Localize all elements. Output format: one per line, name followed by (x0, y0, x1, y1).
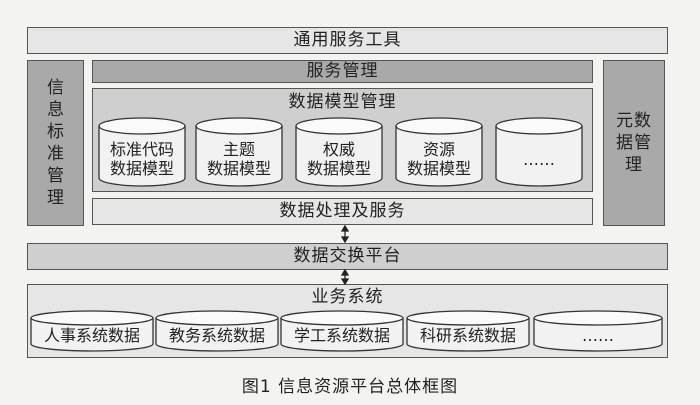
data-model-cylinder-3-text: 权威 数据模型 (296, 140, 382, 178)
general-service-tools-label: 通用服务工具 (293, 30, 402, 50)
cylinder-line1: 主题 (222, 140, 255, 159)
info-standard-mgmt-label: 信息标准管理 (47, 78, 64, 208)
cylinder-line1: …… (523, 150, 555, 169)
arrow-processing-exchange (340, 224, 350, 244)
business-cylinder-1-text: 人事系统数据 (43, 326, 140, 345)
business-cylinder-4 (406, 310, 530, 352)
data-model-cylinder-1 (98, 117, 186, 187)
business-cylinder-5-text: …… (582, 326, 614, 345)
business-systems-label: 业务系统 (311, 287, 384, 307)
service-mgmt-bar: 服务管理 (92, 60, 593, 83)
data-model-cylinder-4 (395, 117, 483, 187)
data-model-mgmt-label: 数据模型管理 (288, 92, 397, 112)
business-cylinder-3-text: 学工系统数据 (293, 326, 390, 345)
data-model-cylinder-3 (295, 117, 383, 187)
business-cylinder-2-text: 教务系统数据 (168, 326, 265, 345)
business-cylinder-4-text: 科研系统数据 (419, 326, 516, 345)
data-exchange-platform-bar: 数据交换平台 (27, 243, 668, 270)
info-standard-mgmt-panel: 信息标准管理 (27, 60, 84, 226)
cylinder-line2: 数据模型 (206, 159, 271, 178)
figure-caption: 图1 信息资源平台总体框图 (241, 377, 459, 397)
data-model-cylinder-5-text: …… (496, 150, 582, 169)
metadata-mgmt-label: 元数据管理 (616, 111, 652, 175)
cylinder-line2: 数据模型 (306, 159, 371, 178)
data-processing-bar: 数据处理及服务 (92, 198, 593, 225)
cylinder-line1: 标准代码 (109, 140, 174, 159)
general-service-tools-bar: 通用服务工具 (27, 27, 668, 54)
service-mgmt-label: 服务管理 (306, 61, 379, 81)
data-model-cylinder-5 (495, 117, 583, 187)
data-model-cylinder-4-text: 资源 数据模型 (396, 140, 482, 178)
cylinder-line1: 权威 (322, 140, 355, 159)
metadata-mgmt-panel: 元数据管理 (603, 60, 665, 226)
business-cylinder-1 (30, 310, 154, 352)
data-processing-label: 数据处理及服务 (279, 201, 406, 221)
data-model-cylinder-2 (195, 117, 283, 187)
cylinder-line2: 数据模型 (109, 159, 174, 178)
data-exchange-platform-label: 数据交换平台 (293, 246, 402, 266)
business-cylinder-3 (280, 310, 404, 352)
data-model-cylinder-2-text: 主题 数据模型 (196, 140, 282, 178)
cylinder-line2: 数据模型 (406, 159, 471, 178)
arrow-exchange-business (340, 268, 350, 286)
data-model-cylinder-1-text: 标准代码 数据模型 (99, 140, 185, 178)
business-cylinder-2 (155, 310, 279, 352)
cylinder-line1: 资源 (422, 140, 455, 159)
business-cylinder-5 (533, 310, 663, 352)
